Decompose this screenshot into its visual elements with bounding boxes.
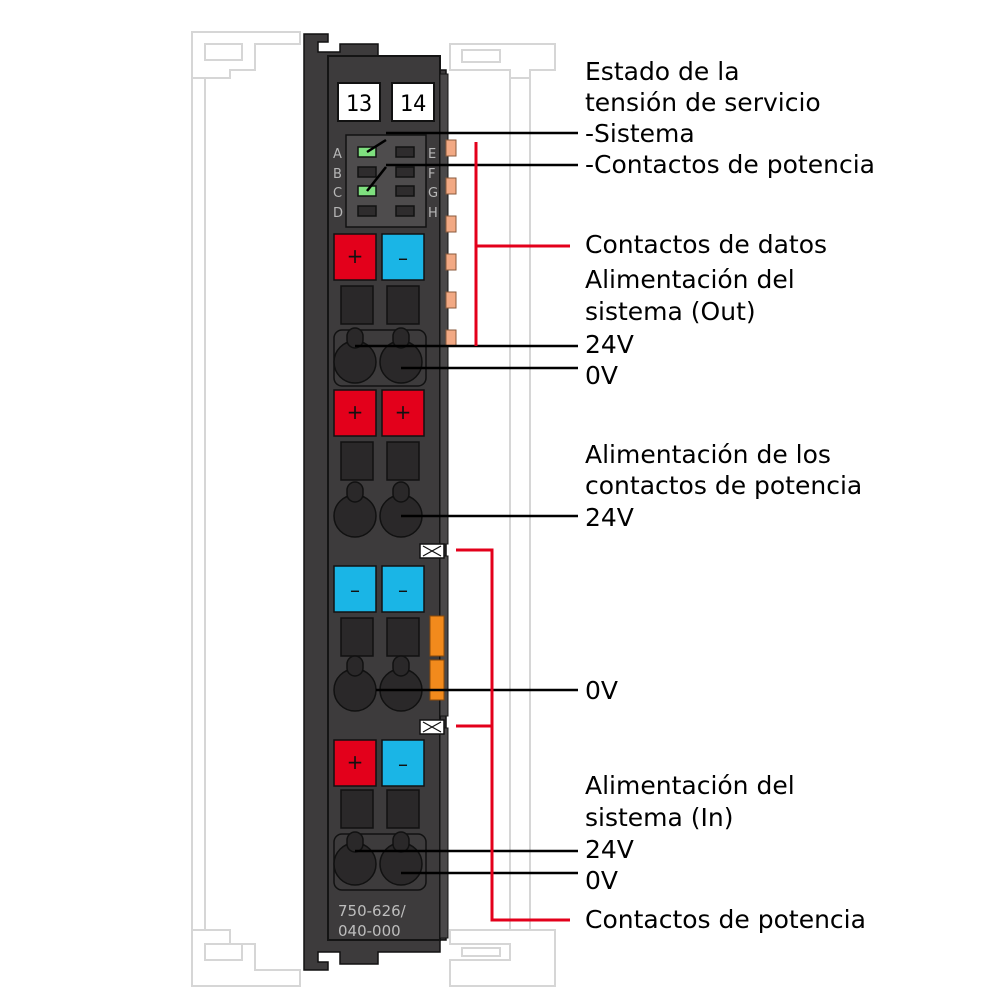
plus-terminal[interactable] xyxy=(333,389,377,437)
led-f xyxy=(395,166,415,178)
label-system-in-line2: sistema (In) xyxy=(585,803,734,832)
led-h xyxy=(395,205,415,217)
plus-terminal[interactable] xyxy=(381,389,425,437)
badge-left-number: 13 xyxy=(346,92,373,117)
terminal-group-mid: – – xyxy=(333,565,445,712)
labels: Estado de la tensión de servicio -Sistem… xyxy=(585,57,875,934)
separator-notch xyxy=(419,543,445,559)
led-panel: A B C D E F G H xyxy=(333,134,438,228)
label-power-feed-24v: 24V xyxy=(585,503,634,532)
power-contact xyxy=(429,659,445,701)
separator-notch xyxy=(419,719,445,735)
label-power-contacts-status: -Contactos de potencia xyxy=(585,150,875,179)
led-letter-g: G xyxy=(428,186,438,201)
led-letter-c: C xyxy=(333,186,342,201)
led-g xyxy=(395,185,415,197)
led-letter-b: B xyxy=(333,167,342,182)
power-contact xyxy=(429,615,445,657)
red-brackets xyxy=(456,142,570,922)
minus-terminal[interactable] xyxy=(381,233,425,281)
badge-right xyxy=(391,82,435,122)
led-d xyxy=(357,205,377,217)
minus-symbol: – xyxy=(398,578,408,602)
plus-symbol: + xyxy=(347,244,364,268)
label-out-0v: 0V xyxy=(585,361,618,390)
badge-right-number: 14 xyxy=(400,92,427,117)
part-number-line2: 040-000 xyxy=(338,922,401,940)
led-e xyxy=(395,146,415,158)
plus-symbol: + xyxy=(347,400,364,424)
led-letter-a: A xyxy=(333,147,342,162)
label-system-out-line1: Alimentación del xyxy=(585,265,795,294)
led-letter-e: E xyxy=(428,147,436,162)
minus-terminal[interactable] xyxy=(381,565,425,613)
din-rail xyxy=(191,31,556,987)
label-status-line2: tensión de servicio xyxy=(585,88,821,117)
plus-symbol: + xyxy=(347,750,364,774)
minus-terminal[interactable] xyxy=(333,565,377,613)
terminal-group-in: + – xyxy=(333,739,427,891)
minus-symbol: – xyxy=(398,752,408,776)
label-out-24v: 24V xyxy=(585,330,634,359)
minus-symbol: – xyxy=(398,246,408,270)
led-b xyxy=(357,166,377,178)
label-mid-0v: 0V xyxy=(585,676,618,705)
led-letter-f: F xyxy=(428,167,435,182)
label-system-in-line1: Alimentación del xyxy=(585,771,795,800)
badge-left xyxy=(337,82,381,122)
minus-symbol: – xyxy=(350,578,360,602)
label-data-contacts: Contactos de datos xyxy=(585,230,827,259)
plus-terminal[interactable] xyxy=(333,739,377,787)
label-in-0v: 0V xyxy=(585,866,618,895)
label-status-line1: Estado de la xyxy=(585,57,740,86)
plus-symbol: + xyxy=(395,400,412,424)
leader-lines xyxy=(355,131,578,875)
label-power-feed-line1: Alimentación de los xyxy=(585,440,831,469)
label-system: -Sistema xyxy=(585,119,695,148)
terminal-group-out: + – xyxy=(333,233,427,387)
label-in-24v: 24V xyxy=(585,835,634,864)
label-system-out-line2: sistema (Out) xyxy=(585,297,756,326)
plus-terminal[interactable] xyxy=(333,233,377,281)
marker-badges: 13 14 xyxy=(337,82,435,122)
minus-terminal[interactable] xyxy=(381,739,425,787)
label-power-feed-line2: contactos de potencia xyxy=(585,471,862,500)
part-number-line1: 750-626/ xyxy=(338,902,407,920)
led-letter-d: D xyxy=(333,206,343,221)
led-letter-h: H xyxy=(428,206,438,221)
label-power-contacts: Contactos de potencia xyxy=(585,905,866,934)
